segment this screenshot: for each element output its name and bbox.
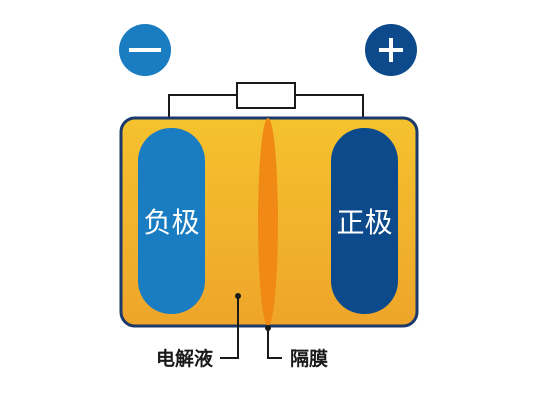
negative-electrode: 负极	[138, 128, 205, 314]
separator-leader-line	[267, 328, 282, 359]
negative-electrode-body	[138, 128, 205, 314]
positive-terminal	[365, 24, 417, 76]
external-circuit	[168, 82, 364, 118]
separator-membrane	[258, 118, 278, 326]
positive-electrode-body	[331, 128, 398, 314]
positive-electrode: 正极	[331, 128, 398, 314]
positive-electrode-label: 正极	[336, 206, 392, 239]
electrolyte-leader-line	[220, 296, 239, 359]
separator-label: 隔膜	[290, 347, 328, 370]
negative-terminal	[119, 24, 171, 76]
negative-electrode-label: 负极	[143, 206, 199, 239]
separator-callout: 隔膜	[265, 325, 328, 370]
electrolyte-label: 电解液	[156, 347, 214, 370]
plus-icon	[379, 38, 403, 62]
circuit-wire	[168, 94, 237, 118]
load-resistor	[236, 82, 296, 109]
circuit-wire-right	[295, 94, 364, 118]
electrolyte-callout: 电解液	[156, 293, 241, 370]
